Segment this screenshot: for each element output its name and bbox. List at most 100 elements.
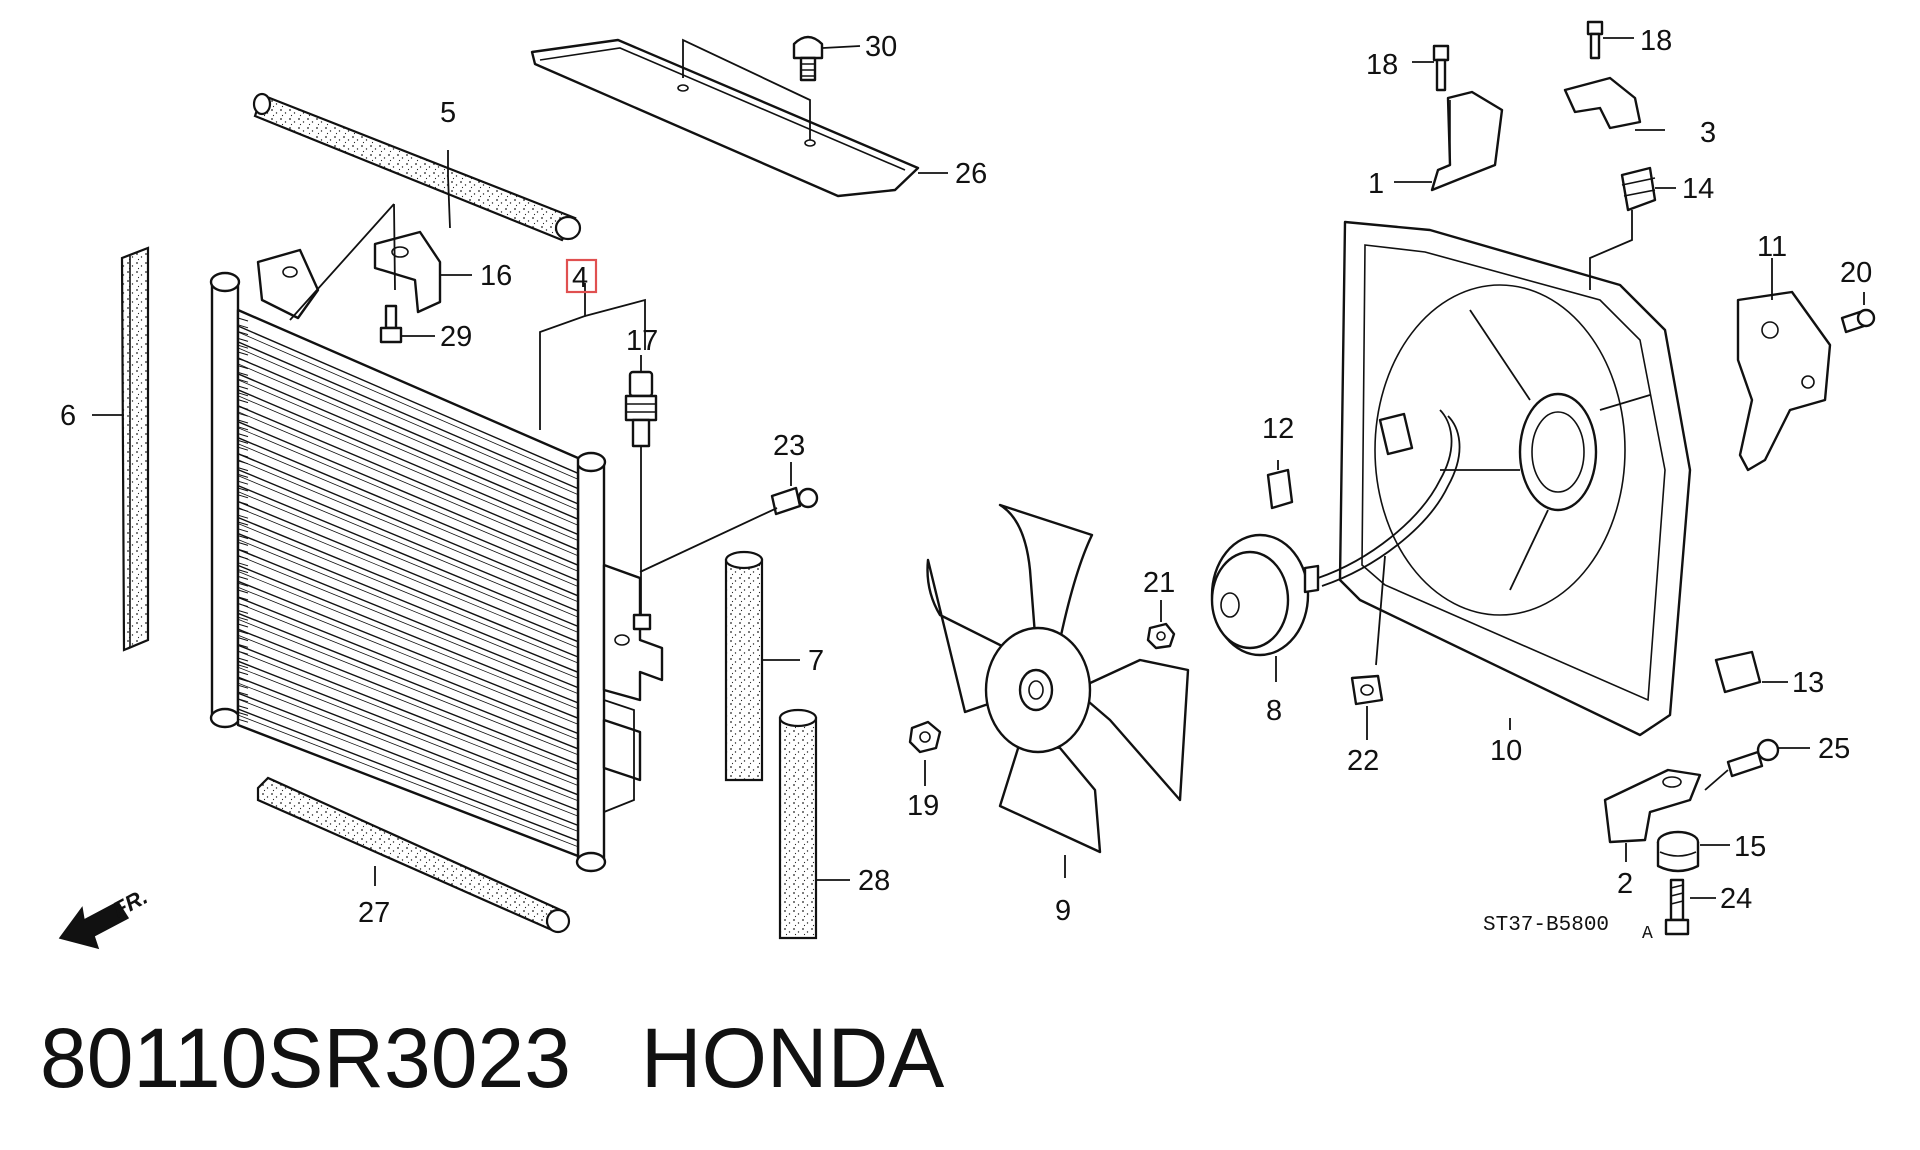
condenser-fin-mark bbox=[237, 548, 249, 553]
condenser-fin-mark bbox=[237, 528, 249, 533]
nut-part-19 bbox=[908, 720, 942, 754]
condenser-fin-mark bbox=[237, 603, 249, 608]
callout-8: 8 bbox=[1266, 695, 1282, 727]
condenser-fin-mark bbox=[237, 460, 249, 465]
condenser-tube-line bbox=[237, 714, 579, 848]
condenser-tube-line bbox=[237, 347, 579, 495]
upper-shield-part-26 bbox=[530, 38, 920, 198]
callout-14: 14 bbox=[1682, 173, 1714, 205]
condenser-fin-mark bbox=[237, 426, 249, 431]
callout-16: 16 bbox=[480, 260, 512, 292]
condenser-tube-line bbox=[237, 363, 579, 511]
clip-part-30 bbox=[792, 35, 824, 82]
condenser-fin-mark bbox=[237, 371, 249, 376]
bolt-part-29 bbox=[379, 304, 403, 344]
callout-28: 28 bbox=[858, 865, 890, 897]
condenser-fin-mark bbox=[237, 399, 249, 404]
condenser-fin-mark bbox=[237, 351, 249, 356]
condenser-fin-mark bbox=[237, 385, 249, 390]
condenser-tube-line bbox=[237, 427, 579, 572]
condenser-tube-line bbox=[237, 618, 579, 756]
condenser-fin-mark bbox=[237, 317, 249, 322]
condenser-fin-mark bbox=[237, 337, 249, 342]
grommet-part-14 bbox=[1620, 166, 1657, 212]
condenser-fin-mark bbox=[237, 630, 249, 635]
callout-21: 21 bbox=[1143, 567, 1175, 599]
condenser-fin-mark bbox=[237, 501, 249, 506]
condenser-tube-line bbox=[237, 532, 579, 673]
condenser-tube-line bbox=[237, 523, 579, 664]
callout-6: 6 bbox=[60, 400, 76, 432]
condenser-tube-line bbox=[237, 548, 579, 689]
diagram-code-suffix: A bbox=[1642, 924, 1653, 944]
condenser-fin-mark bbox=[237, 555, 249, 560]
bracket-part-11 bbox=[1736, 290, 1832, 472]
condenser-tube-line bbox=[237, 516, 579, 658]
condenser-tube-line bbox=[237, 405, 579, 551]
bracket-part-16 bbox=[373, 230, 442, 314]
condenser-fin-mark bbox=[237, 453, 249, 458]
callout-1: 1 bbox=[1368, 168, 1384, 200]
condenser-tube-line bbox=[237, 650, 579, 786]
condenser-tube-line bbox=[237, 443, 579, 587]
callout-4: 4 bbox=[572, 262, 588, 294]
callout-5: 5 bbox=[440, 97, 456, 129]
condenser-fin-mark bbox=[237, 664, 249, 669]
condenser-fin-mark bbox=[237, 331, 249, 336]
condenser-fin-mark bbox=[237, 718, 249, 723]
condenser-fin-mark bbox=[237, 446, 249, 451]
condenser-tube-line bbox=[237, 389, 579, 536]
condenser-fin-mark bbox=[237, 705, 249, 710]
condenser-tube-line bbox=[237, 596, 579, 735]
clip-part-12 bbox=[1266, 468, 1294, 510]
condenser-fin-mark bbox=[237, 412, 249, 417]
condenser-fin-mark bbox=[237, 637, 249, 642]
condenser-tube-line bbox=[237, 602, 579, 740]
condenser-tube-line bbox=[237, 357, 579, 505]
condenser-fin-mark bbox=[237, 657, 249, 662]
brand-name: HONDA bbox=[640, 1011, 945, 1105]
callout-24: 24 bbox=[1720, 883, 1752, 915]
condenser-fin-mark bbox=[237, 684, 249, 689]
callout-12: 12 bbox=[1262, 413, 1294, 445]
condenser-fin-mark bbox=[237, 596, 249, 601]
condenser-fin-mark bbox=[237, 616, 249, 621]
condenser-tube-line bbox=[237, 395, 579, 541]
bracket-part-3 bbox=[1563, 76, 1642, 130]
condenser-fin-mark bbox=[237, 358, 249, 363]
condenser-fin-mark bbox=[237, 623, 249, 628]
seal-strip-part-27 bbox=[256, 776, 571, 934]
condenser-fin-mark bbox=[237, 698, 249, 703]
condenser-fin-mark bbox=[237, 677, 249, 682]
callout-17: 17 bbox=[626, 325, 658, 357]
wire-clip-part-22 bbox=[1350, 674, 1384, 706]
condenser-tube-line bbox=[237, 586, 579, 725]
callout-15: 15 bbox=[1734, 831, 1766, 863]
condenser-tube-line bbox=[237, 468, 579, 612]
condenser-tube-line bbox=[237, 331, 579, 480]
callout-30: 30 bbox=[865, 31, 897, 63]
leader-lines bbox=[92, 37, 1865, 899]
condenser-fin-mark bbox=[237, 480, 249, 485]
condenser-fin-mark bbox=[237, 439, 249, 444]
fan-blade-part-9 bbox=[926, 503, 1190, 854]
bolt-part-25 bbox=[1726, 738, 1780, 778]
condenser-fin-mark bbox=[237, 392, 249, 397]
condenser-fin-mark bbox=[237, 473, 249, 478]
callout-9: 9 bbox=[1055, 895, 1071, 927]
condenser-tube-line bbox=[237, 507, 579, 649]
condenser-tube-line bbox=[237, 453, 579, 597]
condenser-tube-line bbox=[237, 539, 579, 679]
condenser-fin-mark bbox=[237, 569, 249, 574]
condenser-tube-line bbox=[237, 571, 579, 710]
bracket-part-1 bbox=[1430, 90, 1504, 192]
diagram-code: ST37-B5800 A bbox=[1483, 914, 1653, 944]
condenser-tube-line bbox=[237, 628, 579, 765]
condenser-tube-line bbox=[237, 437, 579, 582]
callout-18-right: 18 bbox=[1640, 25, 1672, 57]
callout-3: 3 bbox=[1700, 117, 1716, 149]
callout-25: 25 bbox=[1818, 733, 1850, 765]
condenser-tube-line bbox=[237, 500, 579, 643]
bolt-part-18-right bbox=[1586, 20, 1604, 60]
condenser-fin-mark bbox=[237, 419, 249, 424]
